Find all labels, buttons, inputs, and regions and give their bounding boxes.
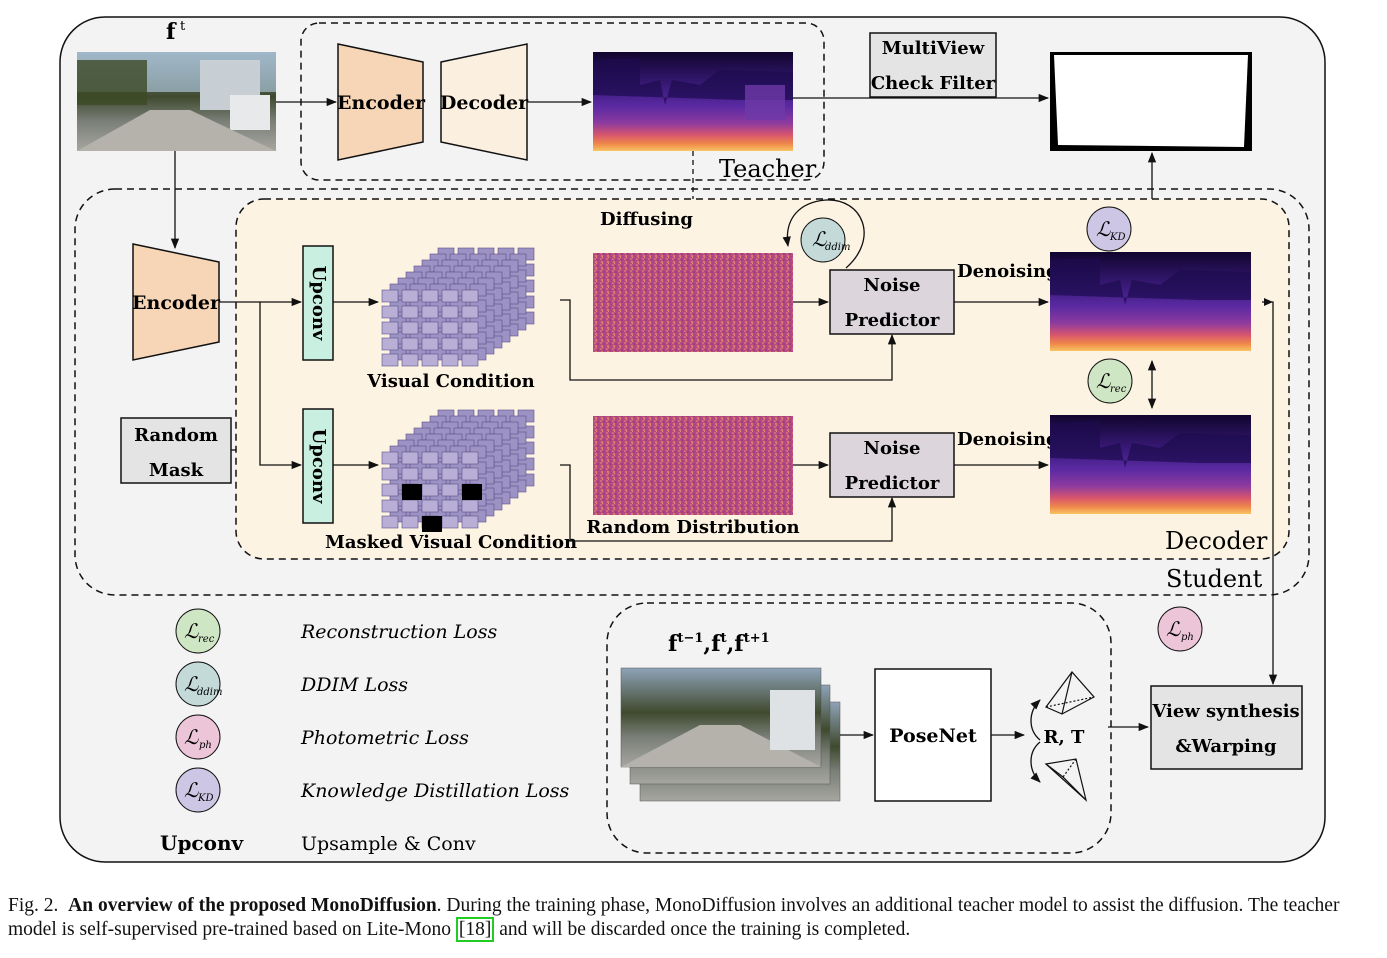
filter-mask-image — [1050, 52, 1252, 151]
rt-label: R, T — [1044, 727, 1085, 748]
multiview-filter-box — [869, 32, 997, 98]
svg-text:ℒ: ℒ — [184, 725, 199, 749]
input-image — [77, 52, 276, 151]
multiview-filter-line2: Check Filter — [871, 73, 996, 94]
figure-caption: Fig. 2. An overview of the proposed Mono… — [8, 894, 1380, 942]
view-synthesis-line2: &Warping — [1175, 736, 1277, 757]
kd-loss-icon: ℒ KD — [1086, 206, 1132, 252]
visual-condition-tensor — [381, 247, 535, 367]
caption-title: An overview of the proposed MonoDiffusio… — [68, 895, 437, 916]
student-encoder-label: Encoder — [132, 292, 221, 314]
posenet-box — [874, 668, 992, 802]
legend-upconv-term: Upconv — [160, 831, 244, 855]
svg-text:ddim: ddim — [825, 242, 850, 253]
masked-visual-condition-tensor — [381, 409, 535, 532]
noise-image-top — [593, 253, 793, 352]
decoder-label: Decoder — [1165, 527, 1268, 555]
svg-text:ph: ph — [1181, 632, 1194, 643]
svg-text:Photometric Loss: Photometric Loss — [300, 727, 469, 749]
svg-text:ℒ: ℒ — [812, 227, 827, 251]
upconv-block-bottom — [302, 408, 334, 524]
svg-text:KD: KD — [1109, 232, 1126, 243]
citation-link[interactable]: [18] — [455, 917, 495, 942]
teacher-depth-map — [593, 52, 793, 151]
masked-visual-condition-label: Masked Visual Condition — [325, 532, 577, 553]
diffusing-label: Diffusing — [600, 209, 693, 230]
upconv-top-label: Upconv — [308, 266, 329, 341]
overview-figure: f t Teacher Encoder Decoder MultiView Ch… — [59, 16, 1326, 863]
teacher-encoder-label: Encoder — [337, 92, 426, 114]
caption-text-1: . During the training phase, MonoDiffusi… — [8, 895, 1340, 940]
legend-upconv-text: Upsample & Conv — [301, 833, 476, 855]
teacher-encoder — [337, 43, 424, 161]
svg-text:DDIM Loss: DDIM Loss — [300, 674, 408, 696]
upconv-block-top — [302, 245, 334, 361]
rec-loss-icon: ℒ rec — [1087, 358, 1133, 404]
svg-text:ℒ: ℒ — [1096, 369, 1111, 393]
student-depth-map-top — [1050, 252, 1251, 351]
denoising-bottom-label: Denoising — [957, 429, 1059, 450]
view-synthesis-box — [1150, 685, 1303, 770]
noise-predictor-top-line2: Predictor — [845, 310, 940, 331]
svg-text:ℒ: ℒ — [184, 619, 199, 643]
caption-text-2: and will be discarded once the training … — [494, 919, 911, 940]
teacher-decoder — [440, 43, 528, 161]
svg-text:rec: rec — [1110, 384, 1127, 395]
teacher-decoder-label: Decoder — [440, 92, 529, 114]
svg-text:Knowledge Distillation Loss: Knowledge Distillation Loss — [300, 780, 570, 802]
camera-pose-bottom-icon — [1044, 758, 1088, 802]
upconv-bottom-label: Upconv — [308, 429, 329, 504]
view-synthesis-line1: View synthesis — [1151, 701, 1299, 722]
svg-text:Reconstruction Loss: Reconstruction Loss — [300, 621, 497, 643]
student-depth-map-bottom — [1050, 415, 1251, 514]
noise-predictor-bottom-line1: Noise — [864, 438, 921, 459]
svg-text:ℒ: ℒ — [1096, 217, 1111, 241]
ph-loss-icon: ℒ ph — [1157, 606, 1203, 652]
random-distribution-label: Random Distribution — [586, 517, 799, 538]
legend-kd: ℒ KD Knowledge Distillation Loss — [175, 767, 570, 813]
legend-rec: ℒ rec Reconstruction Loss — [175, 608, 497, 654]
svg-text:KD: KD — [197, 793, 214, 804]
input-frames-stack — [620, 667, 841, 802]
svg-text:ℒ: ℒ — [184, 672, 199, 696]
ddim-loss-icon: ℒ ddim — [800, 217, 850, 263]
random-mask-line1: Random — [134, 425, 218, 446]
svg-text:ℒ: ℒ — [184, 778, 199, 802]
teacher-label: Teacher — [719, 155, 817, 183]
svg-text:rec: rec — [198, 634, 215, 645]
caption-fig-number: Fig. 2. — [8, 895, 59, 916]
random-mask-line2: Mask — [149, 460, 204, 481]
svg-text:ℒ: ℒ — [1166, 617, 1181, 641]
svg-text:ddim: ddim — [197, 687, 222, 698]
random-mask-box — [120, 417, 232, 484]
input-frame-label: f — [166, 19, 177, 45]
posenet-label: PoseNet — [889, 725, 977, 747]
visual-condition-label: Visual Condition — [366, 371, 535, 392]
pose-frames-label: ft−1,ft,ft+1 — [668, 631, 770, 657]
noise-image-bottom — [593, 416, 793, 515]
legend: ℒ rec Reconstruction Loss ℒ ddim DDIM Lo… — [160, 608, 570, 855]
denoising-top-label: Denoising — [957, 261, 1059, 282]
input-frame-sup: t — [180, 19, 186, 34]
noise-predictor-bottom-line2: Predictor — [845, 473, 940, 494]
legend-ddim: ℒ ddim DDIM Loss — [175, 661, 408, 707]
camera-pose-top-icon — [1045, 671, 1095, 715]
legend-ph: ℒ ph Photometric Loss — [175, 714, 469, 760]
student-encoder — [132, 243, 220, 361]
student-label: Student — [1166, 565, 1263, 593]
multiview-filter-line1: MultiView — [882, 38, 985, 59]
noise-predictor-top-line1: Noise — [864, 275, 921, 296]
student-box — [74, 188, 1310, 596]
svg-text:ph: ph — [199, 740, 212, 751]
noise-predictor-top — [829, 269, 955, 335]
